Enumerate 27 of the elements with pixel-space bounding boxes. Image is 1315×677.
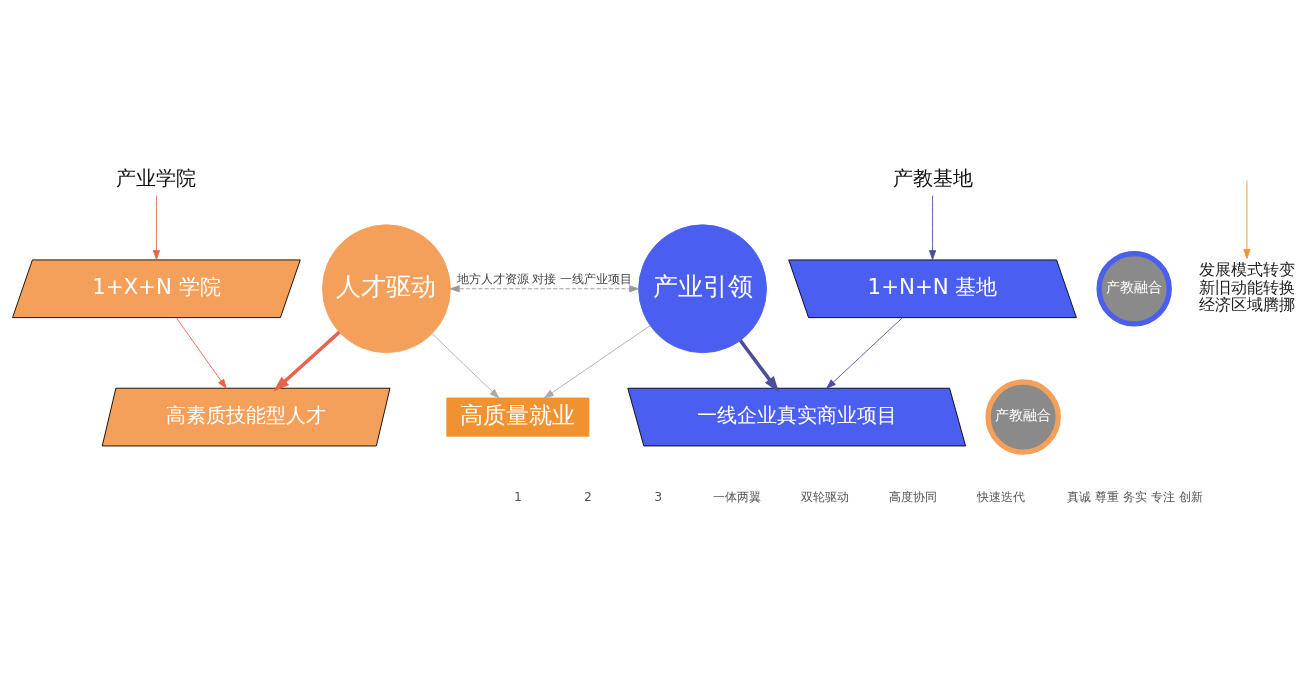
- arrow: [929, 195, 937, 260]
- label: 2: [584, 488, 592, 504]
- node-box: 高质量就业: [446, 397, 590, 437]
- arrow: [738, 339, 779, 393]
- node-text: 产业学院: [116, 166, 197, 190]
- node-circle: 产教融合: [985, 379, 1061, 455]
- node-text: 产教基地: [892, 166, 973, 190]
- label: 3: [654, 488, 663, 504]
- arrow: [1243, 180, 1251, 259]
- edge-label: 地方人才资源 对接 一线产业项目: [456, 271, 633, 286]
- arrow: [152, 195, 160, 260]
- label: 1: [513, 488, 522, 504]
- arrow: [449, 285, 639, 293]
- arrow: [431, 333, 500, 399]
- node-text: 发展模式转变 新旧动能转换 经济区域腾挪: [1198, 259, 1295, 315]
- node-circle: 产教融合: [1096, 251, 1172, 327]
- label: 快速迭代: [976, 488, 1025, 504]
- node-circle: 产业引领: [638, 224, 767, 354]
- label: 高度协同: [889, 488, 938, 504]
- arrow: [544, 325, 651, 399]
- label: 一体两翼: [713, 488, 762, 504]
- node-circle: 人才驱动: [322, 224, 451, 354]
- label: 双轮驱动: [801, 488, 850, 504]
- arrow: [273, 330, 341, 392]
- arrow: [175, 317, 227, 389]
- arrow: [826, 317, 903, 389]
- label: 真诚 尊重 务实 专注 创新: [1067, 488, 1203, 504]
